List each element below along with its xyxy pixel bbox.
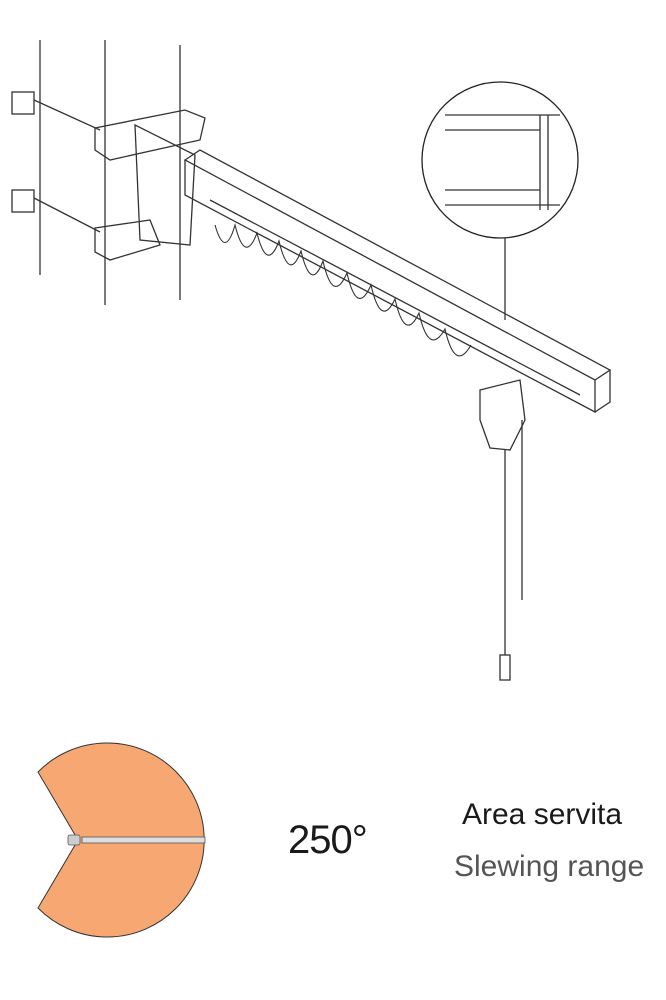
- slewing-title: Area servita: [462, 798, 623, 831]
- hoist: [479, 379, 526, 681]
- wall-brackets: [11, 91, 206, 261]
- slewing-angle: 250°: [288, 818, 368, 862]
- slewing-range-diagram: [37, 742, 206, 938]
- slewing-subtitle: Slewing range: [454, 850, 645, 883]
- wall-jib-crane-illustration: [11, 40, 612, 681]
- jib-beam: [183, 149, 612, 414]
- festoon-cable: [214, 222, 472, 357]
- beam-section-detail: [421, 81, 579, 320]
- column: [39, 40, 181, 305]
- pivot: [67, 834, 81, 846]
- jib-arm: [81, 836, 206, 844]
